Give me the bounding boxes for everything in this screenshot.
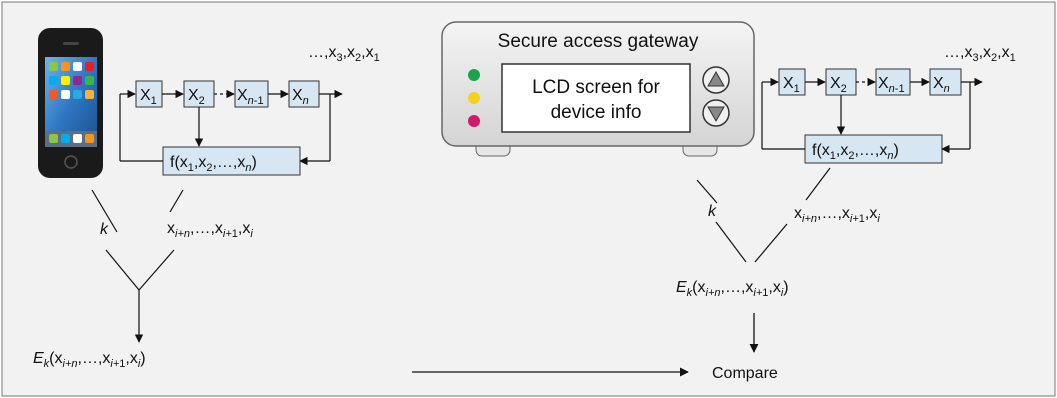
right-shift-register: X1 X2 Xn-1 Xn f(x1,x2,…,xn) (761, 68, 983, 164)
left-feedback-function-box (162, 146, 301, 176)
lcd-screen (501, 63, 691, 133)
phone-home-button (64, 155, 78, 169)
compare-label: Compare (712, 365, 778, 382)
right-feedback-function-box (804, 134, 943, 164)
triangle-down-icon (707, 106, 725, 123)
right-sequence-label: …,x3,x2,x1 (944, 44, 1016, 64)
left-encrypted-label: Ek(xi+n,…,xi+1,xi) (33, 350, 146, 370)
left-register-x1 (135, 80, 163, 108)
down-button[interactable] (702, 99, 730, 127)
lcd-line-2: device info (551, 102, 642, 123)
phone-app-icons (45, 62, 97, 147)
up-button[interactable] (702, 66, 730, 94)
right-register-xn (929, 68, 962, 96)
left-key-label: k (100, 221, 109, 238)
led-red (468, 115, 480, 127)
left-register-xn (288, 80, 320, 108)
svg-text:f(x1,x2,…,xn): f(x1,x2,…,xn) (812, 142, 899, 162)
right-key-label: k (708, 203, 717, 220)
mobile-device (38, 28, 103, 178)
gateway-title: Secure access gateway (498, 31, 699, 52)
led-yellow (468, 92, 480, 104)
left-shift-register: X1 X2 Xn-1 Xn f(x1,x2,…,xn) (119, 80, 343, 176)
secure-access-gateway: Secure access gateway LCD screen for dev… (441, 21, 755, 157)
led-green (468, 69, 480, 81)
left-register-xn-1 (234, 80, 269, 108)
right-encrypted-label: Ek(xi+n,…,xi+1,xi) (676, 279, 789, 299)
left-register-x2 (183, 80, 215, 108)
lcd-line-1: LCD screen for (532, 77, 660, 98)
right-register-x1 (778, 68, 806, 96)
triangle-up-icon (707, 70, 725, 87)
phone-speaker (63, 42, 79, 45)
left-sequence-label: …,x3,x2,x1 (308, 44, 380, 64)
